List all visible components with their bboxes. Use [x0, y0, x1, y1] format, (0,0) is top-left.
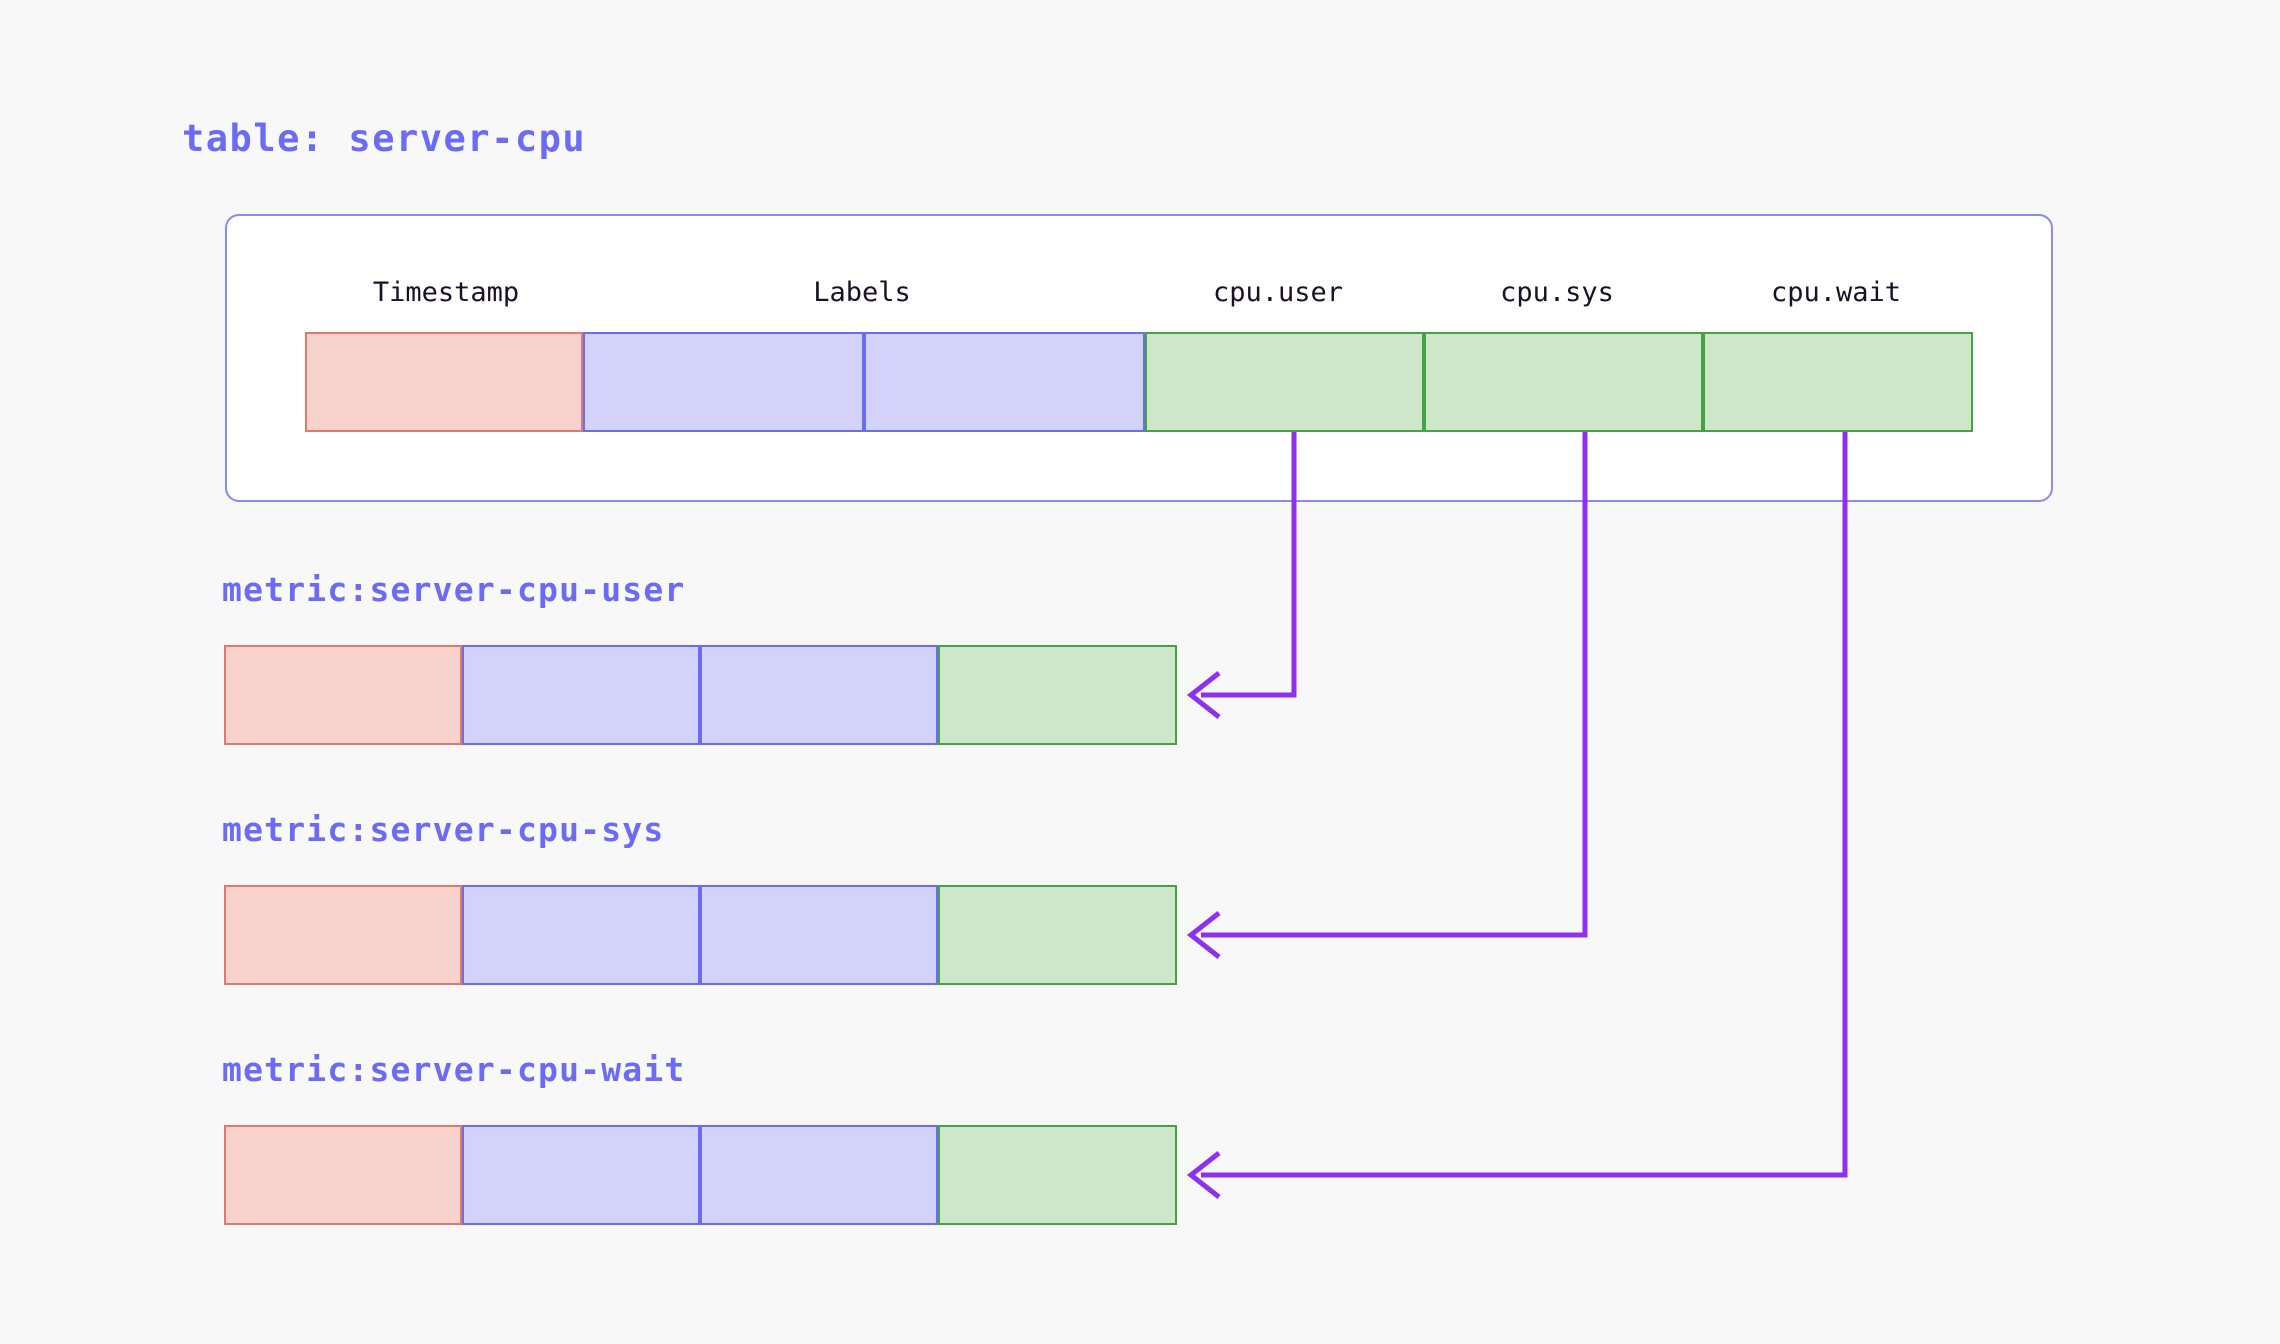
table-cell-val-4 — [1424, 332, 1703, 432]
table-cell-lbl-2 — [864, 332, 1145, 432]
table-cell-val-5 — [1703, 332, 1973, 432]
metric-cell-lbl-1-1 — [462, 885, 700, 985]
metric-cell-ts-2-0 — [224, 1125, 462, 1225]
metric-label-2: metric:server-cpu-wait — [222, 1050, 686, 1089]
column-header-labels: Labels — [813, 277, 911, 308]
metric-cell-ts-0-0 — [224, 645, 462, 745]
metric-cell-lbl-2-1 — [462, 1125, 700, 1225]
table-column-headers: Timestamp Labels cpu.user cpu.sys cpu.wait — [225, 277, 2053, 317]
table-cell-ts-0 — [305, 332, 583, 432]
arrow-cpu-sys — [1186, 432, 1588, 959]
column-header-cpu-sys: cpu.sys — [1500, 277, 1614, 308]
table-cell-lbl-1 — [583, 332, 864, 432]
metric-cell-lbl-2-2 — [700, 1125, 938, 1225]
metric-cell-val-1-3 — [938, 885, 1177, 985]
column-header-cpu-wait: cpu.wait — [1770, 277, 1902, 308]
metric-label-0: metric:server-cpu-user — [222, 570, 686, 609]
table-title: table: server-cpu — [182, 117, 587, 160]
metric-cell-lbl-1-2 — [700, 885, 938, 985]
column-header-cpu-user: cpu.user — [1212, 277, 1344, 308]
metric-cell-ts-1-0 — [224, 885, 462, 985]
metric-label-1: metric:server-cpu-sys — [222, 810, 665, 849]
metric-cell-val-2-3 — [938, 1125, 1177, 1225]
column-header-timestamp: Timestamp — [372, 277, 520, 308]
table-cell-val-3 — [1145, 332, 1424, 432]
metric-cell-lbl-0-2 — [700, 645, 938, 745]
metric-cell-lbl-0-1 — [462, 645, 700, 745]
metric-cell-val-0-3 — [938, 645, 1177, 745]
arrow-cpu-wait — [1186, 432, 1848, 1199]
